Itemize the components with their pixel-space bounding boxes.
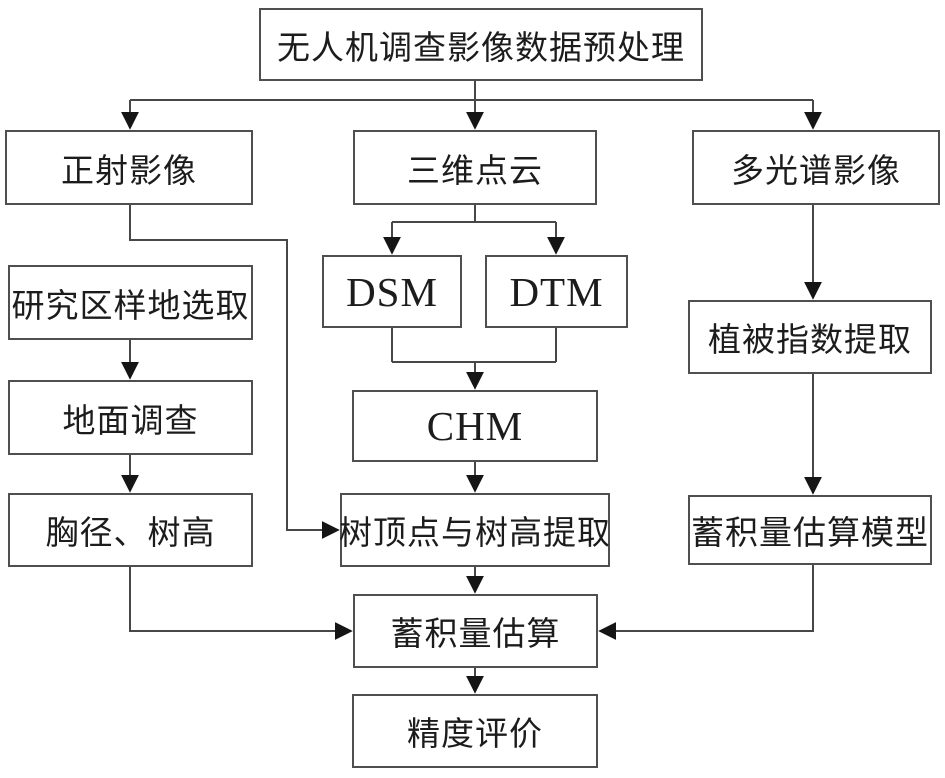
connector-preprocess-branch bbox=[130, 81, 813, 101]
node-multispectral: 多光谱影像 bbox=[692, 130, 940, 205]
node-orthophoto: 正射影像 bbox=[5, 130, 253, 205]
node-ground-survey: 地面调查 bbox=[8, 380, 253, 455]
node-dsm: DSM bbox=[322, 255, 462, 328]
connector-dsm-dtm-merge bbox=[391, 328, 557, 363]
node-accuracy-evaluation: 精度评价 bbox=[352, 694, 598, 768]
connector-dbh-to-stock bbox=[129, 567, 353, 640]
connector-model-to-stock bbox=[598, 565, 814, 640]
node-chm: CHM bbox=[352, 390, 598, 462]
node-treetop-extraction: 树顶点与树高提取 bbox=[339, 493, 610, 567]
node-plot-selection: 研究区样地选取 bbox=[8, 265, 253, 340]
node-stock-estimation: 蓄积量估算 bbox=[353, 594, 598, 668]
node-pointcloud: 三维点云 bbox=[353, 130, 597, 205]
node-stock-model: 蓄积量估算模型 bbox=[688, 495, 932, 565]
connector-pointcloud-split bbox=[392, 205, 556, 223]
node-dtm: DTM bbox=[485, 255, 628, 328]
node-preprocess: 无人机调查影像数据预处理 bbox=[259, 8, 703, 81]
node-vegetation-index: 植被指数提取 bbox=[688, 300, 932, 374]
node-dbh-tree-height: 胸径、树高 bbox=[8, 493, 253, 567]
connector-ortho-to-treetop bbox=[129, 205, 340, 539]
